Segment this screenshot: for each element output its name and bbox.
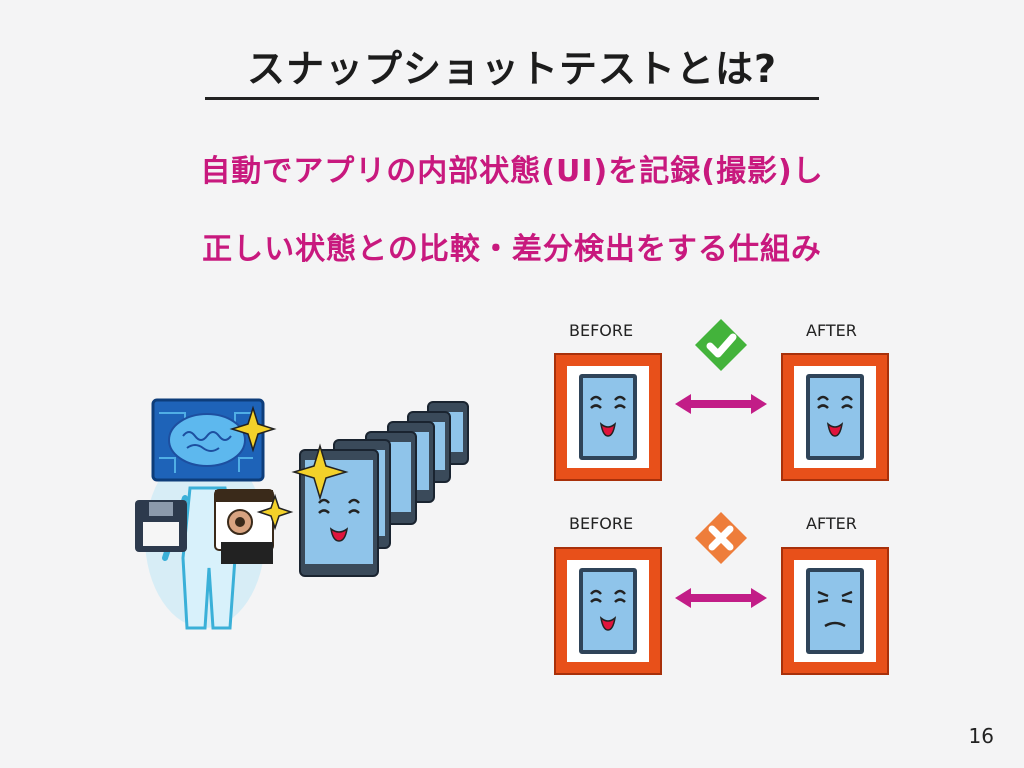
after-label-2: AFTER bbox=[806, 514, 857, 533]
frame-after-1 bbox=[781, 353, 889, 481]
frame-after-2 bbox=[781, 547, 889, 675]
compare-arrow-1 bbox=[675, 394, 767, 414]
before-label-1: BEFORE bbox=[569, 321, 634, 340]
before-label-2: BEFORE bbox=[569, 514, 634, 533]
description-line-2: 正しい状態との比較・差分検出をする仕組み bbox=[202, 232, 822, 267]
title-underline bbox=[205, 97, 819, 100]
slide-title: スナップショットテストとは? bbox=[246, 47, 778, 91]
robot-illustration bbox=[135, 398, 294, 630]
page-number: 16 bbox=[968, 724, 994, 748]
frame-before-1 bbox=[554, 353, 662, 481]
phones-stack-illustration bbox=[291, 401, 469, 577]
check-badge-icon bbox=[695, 319, 747, 371]
compare-arrow-2 bbox=[675, 588, 767, 608]
cross-badge-icon bbox=[695, 512, 747, 564]
frame-before-2 bbox=[554, 547, 662, 675]
after-label-1: AFTER bbox=[806, 321, 857, 340]
description-line-1: 自動でアプリの内部状態(UI)を記録(撮影)し bbox=[200, 154, 824, 189]
